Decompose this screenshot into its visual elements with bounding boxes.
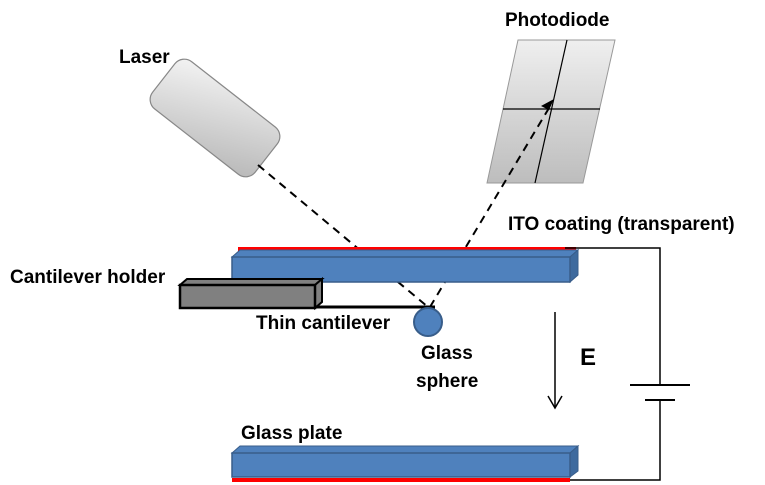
field-label: E <box>580 344 597 371</box>
glass-sphere <box>413 307 443 337</box>
laser-label: Laser <box>119 47 170 68</box>
laser-icon <box>149 58 281 178</box>
photodiode-label: Photodiode <box>505 10 610 31</box>
ito-label: ITO coating (transparent) <box>508 214 735 235</box>
reflected-beam <box>429 102 553 308</box>
field-arrow-icon <box>547 312 563 410</box>
sphere-label-2: sphere <box>416 371 479 392</box>
holder-label: Cantilever holder <box>10 267 166 288</box>
beam-arrowhead <box>541 99 554 110</box>
plate-label: Glass plate <box>241 423 343 444</box>
cantilever-holder <box>177 276 325 311</box>
photodiode-icon <box>486 39 616 184</box>
incident-beam <box>257 164 429 308</box>
top-glass-plate <box>230 247 580 284</box>
cantilever-label: Thin cantilever <box>256 313 391 334</box>
sphere-label-1: Glass <box>421 343 473 364</box>
ito-coating-bottom <box>232 478 570 482</box>
battery-icon <box>630 384 690 401</box>
bottom-glass-plate <box>230 444 580 482</box>
circuit-wire <box>565 247 661 481</box>
